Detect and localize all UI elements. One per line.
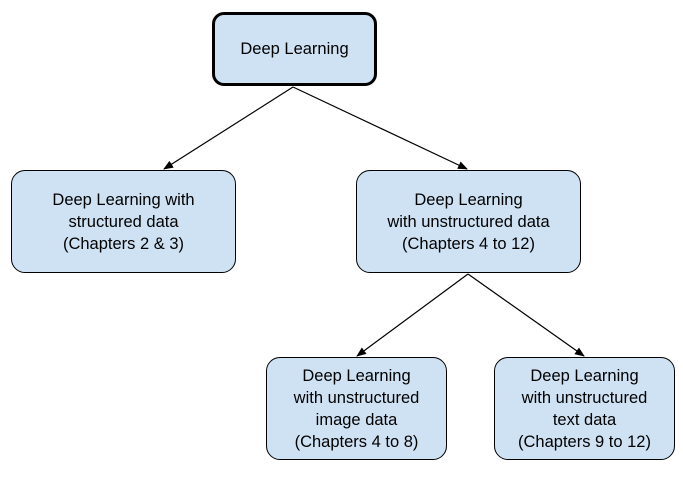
node-label-line: (Chapters 4 to 8) <box>294 432 419 451</box>
node-deep-learning: Deep Learning <box>212 12 377 86</box>
node-structured-data: Deep Learning with structured data (Chap… <box>11 170 236 273</box>
node-label-line: (Chapters 4 to 12) <box>402 234 535 253</box>
node-label-line: Deep Learning <box>414 190 523 209</box>
node-label-line: with unstructured <box>293 388 420 407</box>
node-label-line: Deep Learning <box>530 366 639 385</box>
node-label-line: Deep Learning <box>240 40 349 58</box>
node-label-line: text data <box>552 410 617 429</box>
node-label-line: with unstructured data <box>387 212 550 231</box>
edge-unstructured-to-text <box>467 273 585 357</box>
edge-unstructured-to-image <box>356 273 469 357</box>
node-label-line: Deep Learning <box>302 366 411 385</box>
node-label-line: with unstructured <box>521 388 648 407</box>
edge-root-to-unstructured <box>292 86 468 170</box>
node-image-data: Deep Learning with unstructured image da… <box>266 357 447 460</box>
node-unstructured-data: Deep Learning with unstructured data (Ch… <box>356 170 581 273</box>
node-label-line: (Chapters 9 to 12) <box>518 432 651 451</box>
node-label-line: Deep Learning with <box>52 190 195 209</box>
node-label-line: (Chapters 2 & 3) <box>62 234 185 253</box>
node-label-line: structured data <box>68 212 179 231</box>
edge-root-to-structured <box>163 86 294 170</box>
node-label-line: image data <box>315 410 398 429</box>
node-text-data: Deep Learning with unstructured text dat… <box>494 357 675 460</box>
